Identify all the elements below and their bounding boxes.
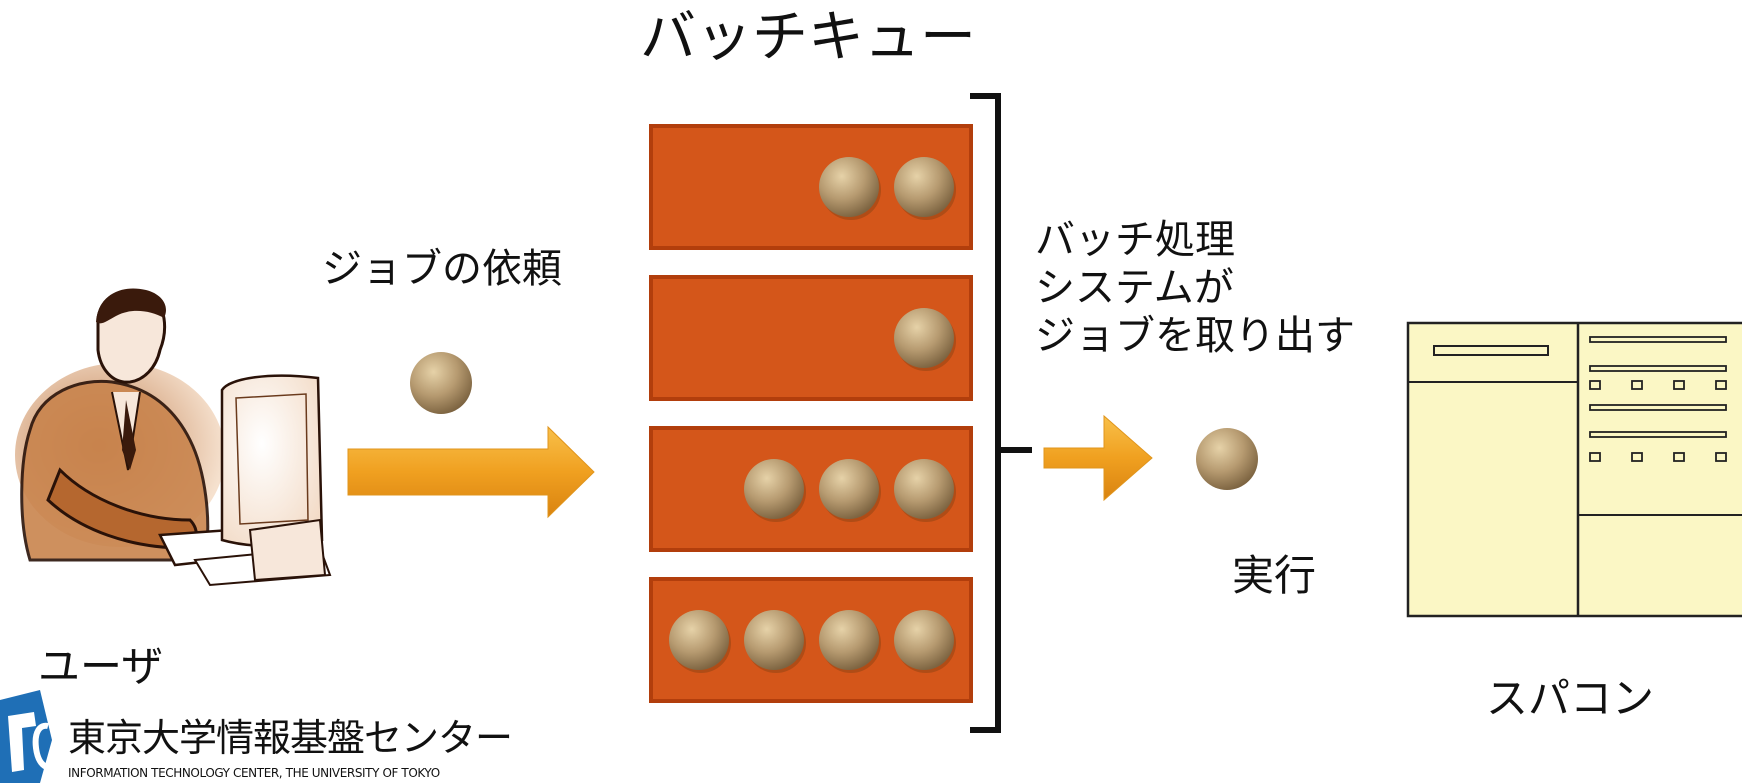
submit-arrow	[347, 425, 595, 519]
queued-job	[744, 459, 804, 519]
queued-job	[744, 610, 804, 670]
diagram-title: バッチキュー	[640, 5, 976, 70]
queued-job	[819, 459, 879, 519]
user-at-computer-icon	[15, 288, 332, 587]
execute-label: 実行	[1232, 551, 1317, 600]
queued-job	[894, 610, 954, 670]
supercomputer-label: スパコン	[1486, 674, 1655, 723]
logo-name-en: INFORMATION TECHNOLOGY CENTER, THE UNIVE…	[68, 766, 440, 780]
supercomputer-rack-icon	[1406, 321, 1742, 618]
incoming-job	[410, 352, 472, 414]
user-label: ユーザ	[38, 642, 164, 691]
queued-job	[819, 610, 879, 670]
dispatched-job	[1196, 428, 1258, 490]
job-request-label: ジョブの依頼	[322, 246, 562, 292]
dispatch-arrow	[1043, 414, 1153, 502]
itc-logo-icon	[0, 690, 56, 783]
batch-system-label: バッチ処理 システムが ジョブを取り出す	[1035, 217, 1355, 359]
queued-job	[819, 157, 879, 217]
queued-job	[894, 157, 954, 217]
queue-stack	[649, 124, 973, 703]
queued-job	[669, 610, 729, 670]
queue-bracket	[970, 93, 1032, 733]
queued-job	[894, 308, 954, 368]
queued-job	[894, 459, 954, 519]
logo-name-jp: 東京大学情報基盤センター	[68, 716, 513, 760]
